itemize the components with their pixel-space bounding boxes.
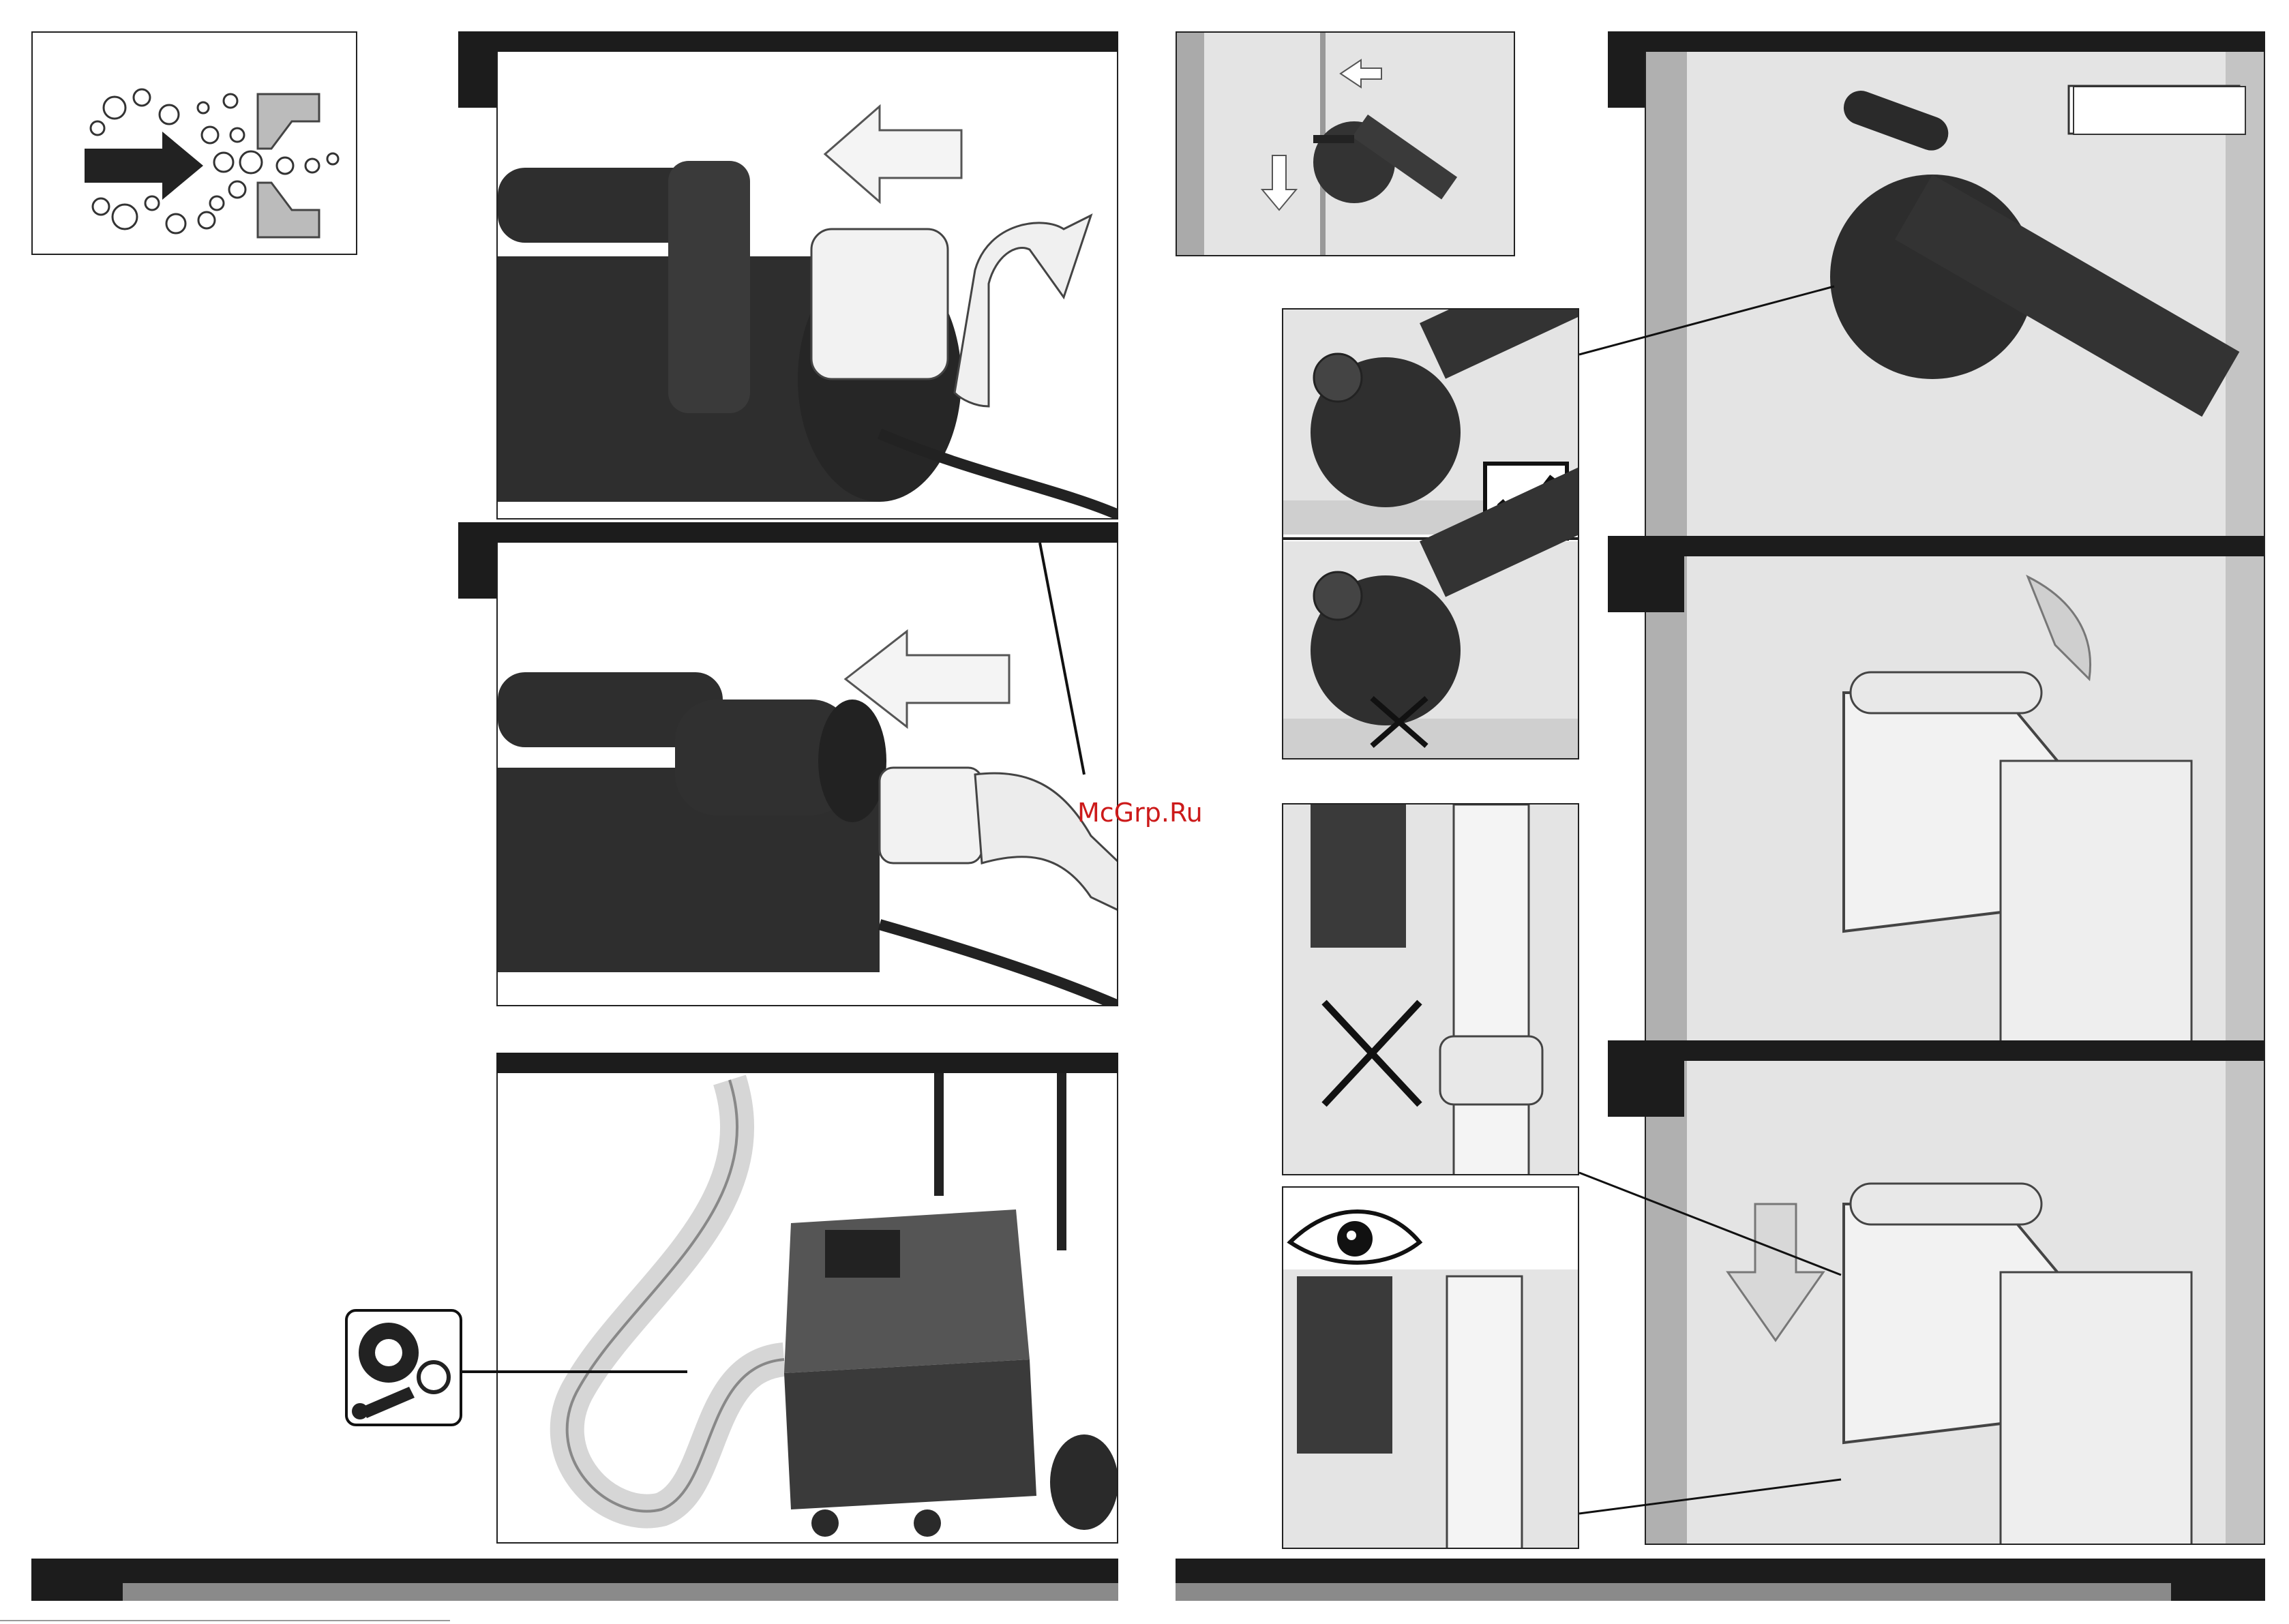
footer-strip-right <box>1176 1583 2171 1601</box>
